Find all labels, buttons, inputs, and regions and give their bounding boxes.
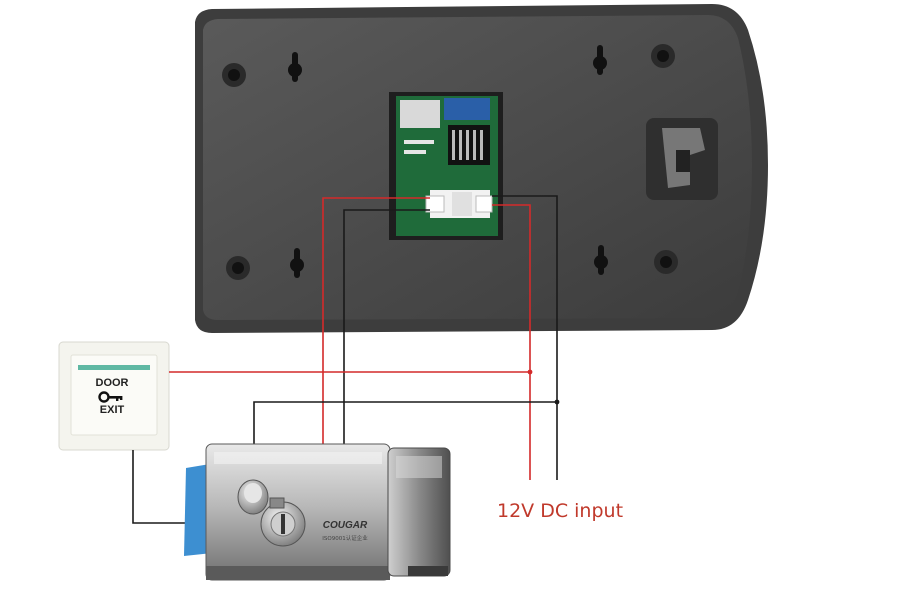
- black-wire-power: [492, 195, 558, 480]
- black-wire-exit-lock: [132, 450, 204, 524]
- red-junction: [527, 369, 533, 375]
- mount-slot-bottom-left: [290, 248, 304, 278]
- lock-cert: ISO9001认证企业: [322, 534, 368, 542]
- red-wire-lock: [322, 197, 430, 450]
- lock-knob: [237, 479, 269, 515]
- exit-button-line2: EXIT: [100, 404, 125, 416]
- pcb-board: [389, 92, 503, 240]
- black-junction: [554, 399, 560, 405]
- screw-hole-bottom-left: [226, 256, 250, 280]
- mount-slot-top-left: [288, 52, 302, 82]
- screw-hole-top-left: [222, 63, 246, 87]
- power-input-label: 12V DC input: [497, 500, 624, 522]
- electric-rim-lock: COUGAR ISO9001认证企业: [184, 443, 451, 581]
- black-wire-lock: [343, 209, 430, 450]
- key-icon: [98, 391, 123, 403]
- mount-slot-top-right: [593, 45, 607, 75]
- exit-button-line1: DOOR: [96, 377, 129, 389]
- wires: [132, 195, 560, 524]
- panel-latch: [646, 118, 718, 200]
- red-wire-power: [492, 204, 531, 480]
- exit-button: DOOR EXIT: [58, 341, 170, 451]
- black-wire-lock-power: [253, 401, 557, 450]
- key-cylinder: [260, 497, 306, 547]
- lock-brand: COUGAR: [323, 520, 368, 531]
- screw-hole-top-right: [651, 44, 675, 68]
- intercom-back-panel: [195, 4, 768, 333]
- mount-slot-bottom-right: [594, 245, 608, 275]
- screw-hole-bottom-right: [654, 250, 678, 274]
